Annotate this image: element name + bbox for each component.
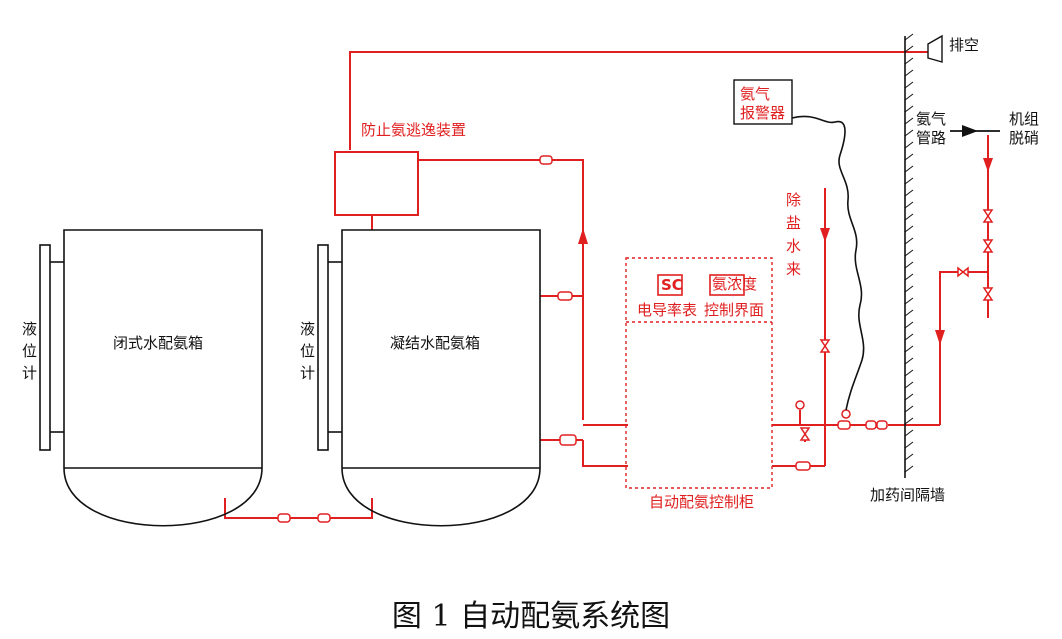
valve-demin-in <box>795 461 811 471</box>
level-gauge-right-2: 位 <box>300 342 315 360</box>
valve-link-2 <box>317 513 331 523</box>
valve-unit-1 <box>982 209 994 223</box>
sample-gauge <box>795 400 805 410</box>
vent-symbol <box>927 34 943 63</box>
valve-outlet-3 <box>876 420 888 430</box>
control-panel-box <box>709 274 745 296</box>
unit-label-2: 脱硝 <box>1009 129 1039 147</box>
sc-label: SC <box>661 276 683 294</box>
anti-escape-device-box <box>334 151 419 216</box>
sc-meter-box <box>657 274 683 296</box>
closed-water-tank-label: 闭式水配氨箱 <box>113 334 203 352</box>
valve-link-1 <box>277 513 291 523</box>
ammonia-alarm-box <box>733 79 793 125</box>
alarm-label-1: 氨气 <box>740 85 770 103</box>
alarm-sensor <box>841 409 851 419</box>
valve-device-outlet <box>539 155 553 165</box>
level-gauge-right-1: 液 <box>300 320 315 338</box>
valve-demin <box>819 339 831 353</box>
flow-arrow-up <box>578 228 588 244</box>
condensate-tank-label: 凝结水配氨箱 <box>390 334 480 352</box>
valve-outlet-2 <box>865 420 877 430</box>
dosing-wall-label: 加药间隔墙 <box>870 486 945 504</box>
alarm-wire <box>791 115 865 411</box>
alarm-label-2: 报警器 <box>740 104 785 122</box>
valve-tank-lower <box>559 434 577 446</box>
flow-arrow-down-unit <box>983 158 993 172</box>
conductivity-label: 电导率表 <box>637 301 697 319</box>
riser-pipe <box>939 271 958 425</box>
device-return-pipe <box>552 159 584 420</box>
level-gauge-left-1: 液 <box>22 320 37 338</box>
dosing-wall <box>904 33 914 478</box>
valve-riser <box>957 266 969 278</box>
demin-char-2: 盐 <box>786 214 801 232</box>
red-piping <box>224 51 993 519</box>
flow-arrow-down-demin <box>820 228 830 242</box>
level-gauge-left-2: 位 <box>22 342 37 360</box>
vent-pipe <box>349 51 928 150</box>
valve-sample <box>799 427 811 441</box>
vent-label: 排空 <box>949 36 979 54</box>
ammonia-pipe-label-2: 管路 <box>916 129 946 147</box>
valves <box>277 155 994 523</box>
ammonia-pipe-label-1: 氨气 <box>916 110 946 128</box>
tank-condensate <box>317 229 541 527</box>
demin-char-3: 水 <box>786 237 801 255</box>
demin-char-4: 来 <box>786 260 801 278</box>
control-interface-label: 控制界面 <box>704 301 764 319</box>
level-gauge-right-3: 计 <box>300 364 315 382</box>
control-cabinet-label: 自动配氨控制柜 <box>649 493 754 511</box>
valve-unit-2 <box>982 239 994 253</box>
valve-tank-upper <box>557 291 573 301</box>
valve-outlet-1 <box>837 420 851 430</box>
control-cabinet <box>625 257 773 489</box>
anti-escape-label: 防止氨逃逸装置 <box>361 121 466 139</box>
flow-arrow-down-riser <box>935 330 945 345</box>
demin-char-1: 除 <box>786 191 801 209</box>
tank-link-pipe <box>224 498 278 519</box>
ammonia-pipe-arrow <box>950 125 1000 137</box>
unit-label-1: 机组 <box>1009 110 1039 128</box>
control-icon-label: 氨浓度 <box>712 275 757 293</box>
valve-unit-3 <box>982 287 994 301</box>
header-pipe-bottom <box>582 440 628 467</box>
figure-caption: 图 1 自动配氨系统图 <box>392 599 670 634</box>
level-gauge-left-3: 计 <box>22 364 37 382</box>
tank-closed-water <box>39 229 263 527</box>
